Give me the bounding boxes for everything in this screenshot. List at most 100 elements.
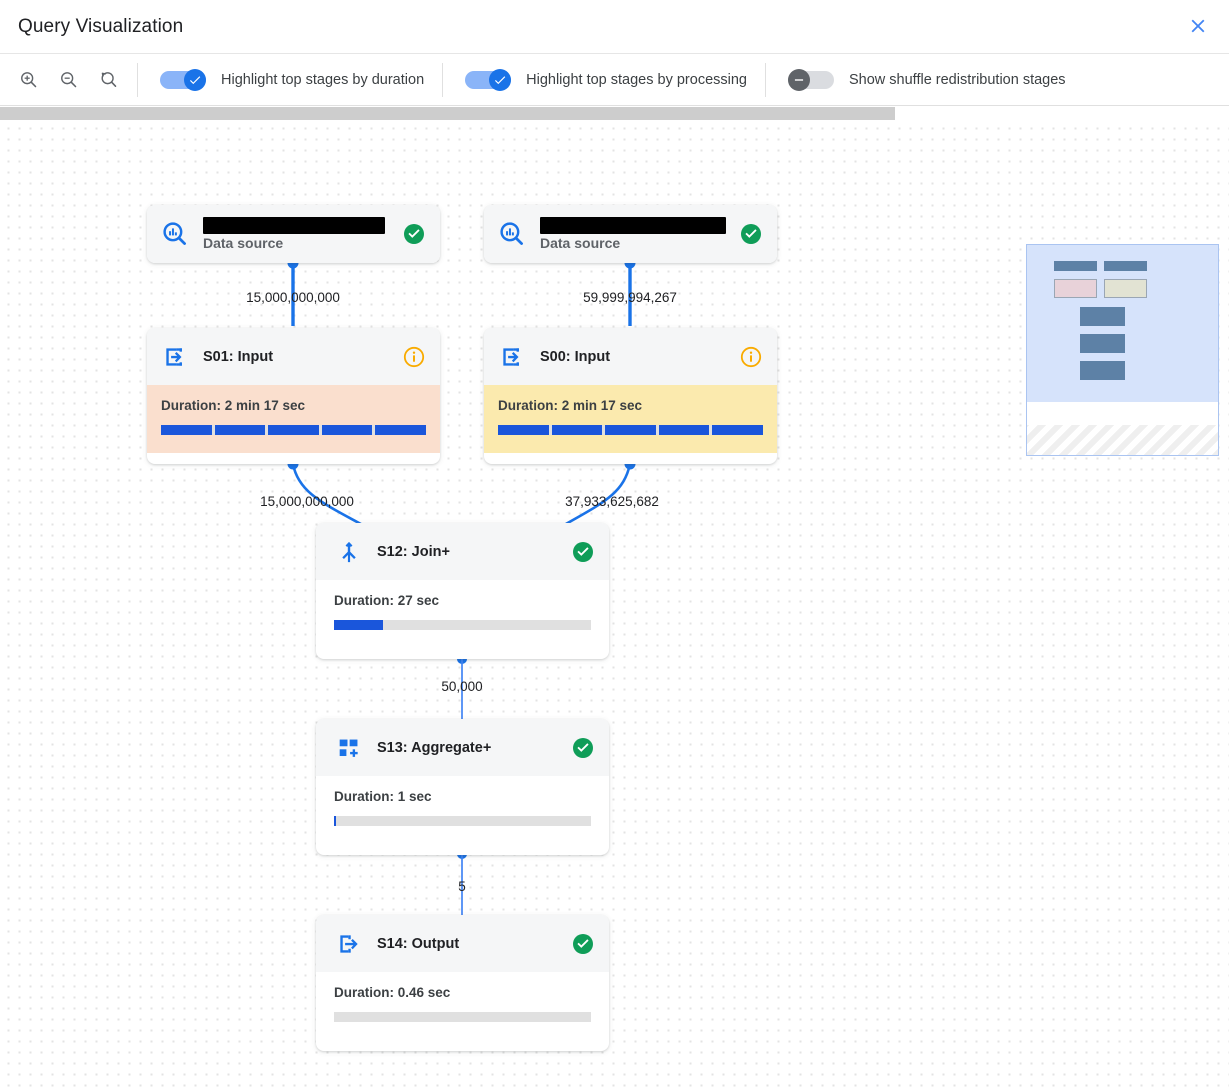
status-badge-info[interactable]	[739, 345, 763, 369]
info-icon	[740, 346, 762, 367]
edge-label: 59,999,994,267	[583, 290, 677, 305]
stage-progress-bar	[334, 1012, 591, 1022]
stage-title: S12: Join+	[377, 543, 450, 560]
join-icon	[334, 537, 364, 567]
stage-progress-bar	[334, 620, 591, 630]
toggle-highlight-processing-switch[interactable]	[465, 68, 513, 91]
check-icon	[189, 75, 201, 84]
node-stage-s01[interactable]: S01: Input Duration: 2 min 17 sec	[147, 328, 440, 464]
edge-label: 50,000	[441, 679, 483, 694]
node-stage-s14[interactable]: S14: Output Duration: 0.46 sec	[316, 915, 609, 1051]
node-header: S01: Input	[147, 328, 440, 385]
zoom-in-icon	[20, 72, 36, 88]
status-badge-success	[739, 222, 763, 246]
minimap-node	[1080, 307, 1125, 326]
stage-title: S14: Output	[377, 935, 460, 952]
toolbar-divider-2	[442, 62, 444, 97]
edge-label: 37,933,625,682	[565, 494, 659, 509]
stage-title: S00: Input	[540, 348, 611, 365]
stage-title: S01: Input	[203, 348, 274, 365]
stage-duration-label: Duration: 2 min 17 sec	[498, 398, 643, 413]
zoom-reset-button[interactable]	[93, 65, 123, 95]
minimap-node	[1054, 261, 1097, 271]
check-circle-icon	[404, 224, 424, 244]
check-circle-icon	[573, 541, 593, 562]
node-data-source-right[interactable]: Data source	[484, 205, 777, 263]
toolbar-divider-3	[765, 62, 766, 97]
redacted-name-bar	[540, 217, 726, 234]
stage-progress-bar	[161, 425, 426, 435]
edge-label: 15,000,000,000	[260, 494, 354, 509]
edge-label: 15,000,000,000	[246, 290, 340, 305]
minimap-node	[1054, 279, 1097, 298]
stage-duration-label: Duration: 1 sec	[334, 789, 432, 804]
close-button[interactable]	[1181, 9, 1215, 43]
check-circle-icon	[573, 737, 593, 758]
minimap-node	[1104, 279, 1147, 298]
graph-canvas[interactable]: 15,000,000,000 59,999,994,267 15,000,000…	[0, 106, 1229, 1089]
data-source-subtitle: Data source	[203, 235, 284, 251]
stage-metrics: Duration: 0.46 sec	[316, 972, 609, 1040]
check-circle-icon	[573, 933, 593, 954]
toggle-highlight-duration-switch[interactable]	[160, 68, 208, 91]
redacted-name-bar	[203, 217, 385, 234]
stage-progress-bar	[498, 425, 763, 435]
data-source-subtitle: Data source	[540, 235, 621, 251]
toggle-highlight-processing[interactable]: Highlight top stages by processing	[443, 54, 765, 105]
minimap-node	[1104, 261, 1147, 271]
toggle-show-shuffle[interactable]: Show shuffle redistribution stages	[766, 54, 1084, 105]
minus-icon	[794, 78, 804, 81]
status-badge-success	[402, 222, 426, 246]
input-arrow-icon	[497, 342, 527, 372]
toggle-knob	[788, 68, 810, 91]
status-badge-info[interactable]	[402, 345, 426, 369]
node-header: Data source	[484, 205, 777, 263]
toggle-highlight-duration-label: Highlight top stages by duration	[221, 71, 425, 88]
output-arrow-icon	[334, 929, 364, 959]
zoom-in-button[interactable]	[13, 65, 43, 95]
node-stage-s12[interactable]: S12: Join+ Duration: 27 sec	[316, 523, 609, 659]
stage-progress-bar	[334, 816, 591, 826]
stage-metrics: Duration: 27 sec	[316, 580, 609, 648]
status-badge-success	[571, 736, 595, 760]
stage-duration-label: Duration: 2 min 17 sec	[161, 398, 306, 413]
minimap-node	[1080, 361, 1125, 380]
graph-toolbar: Highlight top stages by duration Highlig…	[0, 53, 1229, 106]
toggle-highlight-duration[interactable]: Highlight top stages by duration	[138, 54, 442, 105]
data-source-search-icon	[497, 219, 527, 249]
aggregate-icon	[334, 733, 364, 763]
minimap-node	[1080, 334, 1125, 353]
node-data-source-left[interactable]: Data source	[147, 205, 440, 263]
check-icon	[495, 75, 506, 84]
status-badge-success	[571, 540, 595, 564]
status-badge-success	[571, 932, 595, 956]
input-arrow-icon	[160, 342, 190, 372]
zoom-reset-icon	[101, 72, 116, 87]
node-header: S12: Join+	[316, 523, 609, 580]
data-source-name: Data source	[203, 217, 402, 251]
zoom-out-button[interactable]	[53, 65, 83, 95]
node-header: S00: Input	[484, 328, 777, 385]
canvas-dot-grid	[0, 121, 1229, 1089]
stage-duration-label: Duration: 27 sec	[334, 593, 440, 608]
node-stage-s13[interactable]: S13: Aggregate+ Duration: 1 sec	[316, 719, 609, 855]
node-header: S14: Output	[316, 915, 609, 972]
check-circle-icon	[741, 224, 761, 244]
toggle-knob	[184, 68, 206, 91]
edge-label: 5	[458, 879, 466, 894]
scrollbar-thumb[interactable]	[0, 107, 895, 120]
zoom-controls	[0, 54, 137, 105]
toggle-show-shuffle-switch[interactable]	[788, 68, 836, 91]
toggle-highlight-processing-label: Highlight top stages by processing	[526, 71, 747, 88]
node-stage-s00[interactable]: S00: Input Duration: 2 min 17 sec	[484, 328, 777, 464]
canvas-horizontal-scrollbar[interactable]	[0, 106, 1229, 121]
page-title: Query Visualization	[18, 15, 184, 37]
toolbar-divider-1	[137, 62, 138, 97]
close-icon	[1191, 19, 1205, 33]
graph-minimap[interactable]	[1026, 244, 1219, 456]
toggle-knob	[489, 68, 512, 91]
dialog-title-bar: Query Visualization	[0, 0, 1229, 53]
stage-metrics: Duration: 2 min 17 sec	[147, 385, 440, 453]
data-source-search-icon	[160, 219, 190, 249]
data-source-name: Data source	[540, 217, 739, 251]
